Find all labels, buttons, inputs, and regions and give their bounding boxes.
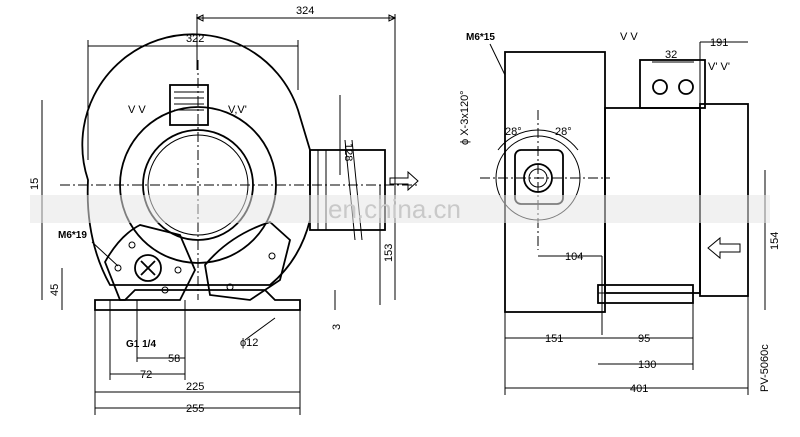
port-g114 bbox=[134, 254, 162, 282]
side-base bbox=[597, 284, 694, 304]
angle-left: 28° bbox=[505, 126, 522, 138]
dim-130: 130 bbox=[638, 359, 656, 371]
label-holes: ϕ X-3x120° bbox=[459, 90, 471, 145]
outlet-pipe bbox=[309, 149, 386, 231]
label-m6x19: M6*19 bbox=[58, 230, 87, 241]
front-view: 324 322 128 153 15 bbox=[29, 5, 420, 415]
dim-3: 3 bbox=[331, 324, 343, 330]
dim-45: 45 bbox=[49, 284, 61, 296]
dim-151: 151 bbox=[545, 333, 563, 345]
dim-phi12: ϕ12 bbox=[240, 337, 258, 349]
label-vv-right: V,V' bbox=[228, 104, 247, 116]
dim-72: 72 bbox=[140, 369, 152, 381]
dim-154: 154 bbox=[769, 232, 781, 250]
label-vv: V V bbox=[620, 31, 638, 43]
dim-95: 95 bbox=[638, 333, 650, 345]
base-plate bbox=[94, 289, 301, 311]
dim-191: 191 bbox=[710, 37, 728, 49]
watermark-text: en.china.cn bbox=[328, 194, 461, 224]
flow-arrow-out-icon bbox=[389, 170, 419, 192]
dim-401: 401 bbox=[630, 383, 648, 395]
dim-58: 58 bbox=[168, 353, 180, 365]
dim-255: 255 bbox=[186, 403, 204, 415]
side-housing bbox=[504, 51, 606, 313]
watermark: en.china.cn bbox=[30, 194, 770, 224]
muffler-right bbox=[204, 220, 292, 301]
label-g114: G1 1/4 bbox=[126, 339, 156, 350]
dim-15: 15 bbox=[29, 178, 41, 190]
flow-arrow-in-icon bbox=[707, 236, 741, 260]
side-view: 191 32 V V V' V' M6*15 28° 28° ϕ X-3x120… bbox=[459, 31, 781, 395]
terminal-box bbox=[639, 59, 706, 109]
label-vpvp: V' V' bbox=[708, 61, 730, 73]
dim-104: 104 bbox=[565, 251, 583, 263]
label-m6x15: M6*15 bbox=[466, 32, 495, 43]
angle-right: 28° bbox=[555, 126, 572, 138]
dim-324: 324 bbox=[296, 5, 314, 17]
dim-128: 128 bbox=[342, 143, 354, 161]
label-vv-left: V V bbox=[128, 104, 146, 116]
dim-225: 225 bbox=[186, 381, 204, 393]
volute-housing bbox=[81, 33, 311, 286]
model-label: PV-5060c bbox=[759, 344, 771, 392]
dim-32: 32 bbox=[665, 49, 677, 61]
muffler-left bbox=[104, 224, 196, 301]
dim-322: 322 bbox=[186, 33, 204, 45]
dim-153: 153 bbox=[383, 244, 395, 262]
